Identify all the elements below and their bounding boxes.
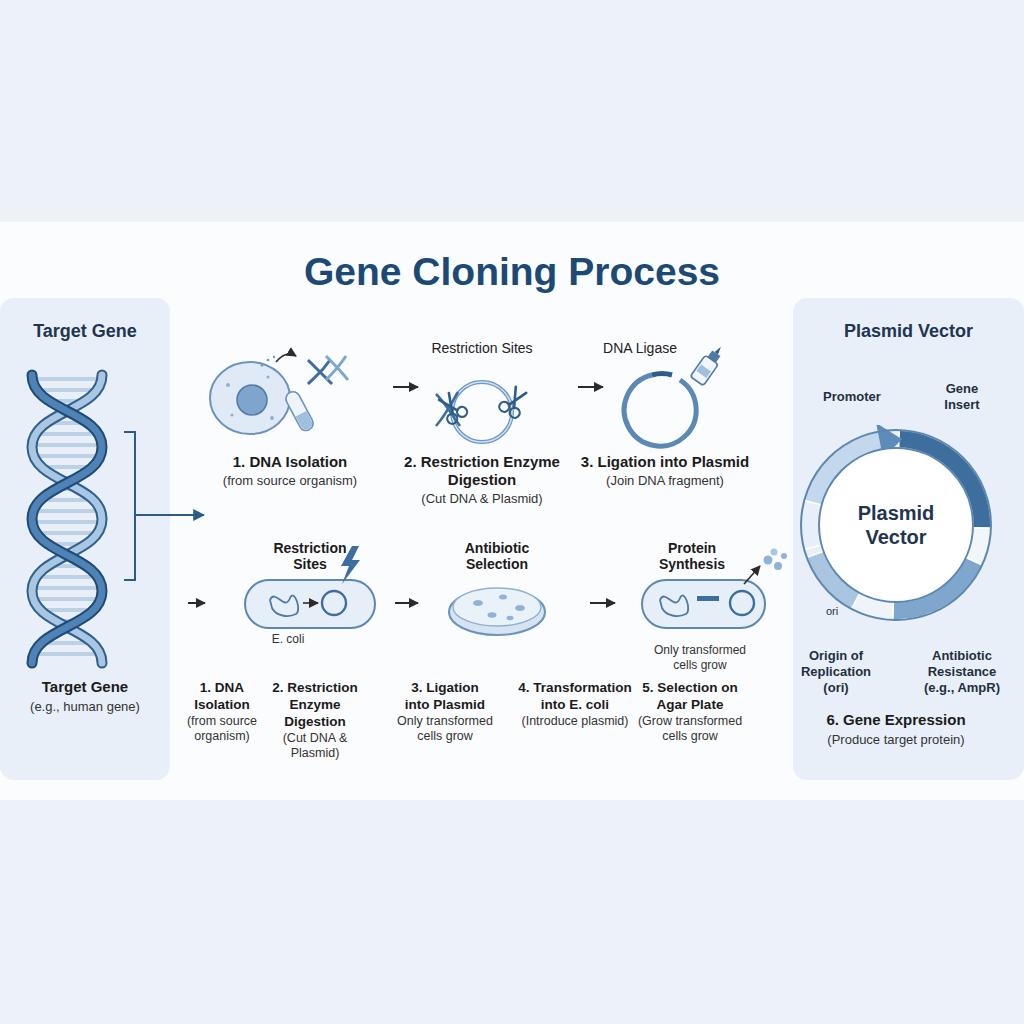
flow-arrow — [395, 602, 418, 604]
background-band — [0, 800, 1024, 1024]
plasmid-ring: Plasmid Vector — [796, 425, 996, 625]
step-heading: Restriction Sites — [265, 540, 355, 572]
flow-arrow — [578, 386, 603, 388]
part-label: Restriction Sites — [412, 340, 552, 357]
node-text: 6. Gene Expression — [811, 711, 981, 729]
part-label: Origin of Replication (ori) — [790, 648, 882, 696]
side-panel: Plasmid Vector 6. Gene Expression (Produce… — [793, 298, 1024, 780]
step-title: 1. DNA Isolation — [185, 679, 260, 713]
step-title: 3. Ligation into Plasmid — [399, 679, 491, 713]
step-heading: Antibiotic Selection — [452, 540, 542, 572]
node-text: (Produce target protein) — [826, 731, 966, 748]
petri-dish — [449, 588, 545, 635]
node-heading: Plasmid Vector — [793, 320, 1024, 342]
step-title: 4. Transformation into E. coli — [508, 679, 642, 713]
cell-illustration — [210, 354, 348, 434]
node-text: (e.g., human gene) — [0, 698, 170, 715]
ligation-illustration — [624, 342, 727, 446]
step-note: Only transformed cells grow — [390, 714, 500, 744]
part-label: ori — [817, 605, 847, 618]
digestion-illustration — [435, 382, 531, 442]
step-note: (Cut DNA & Plasmid) — [273, 731, 357, 761]
step-note: (Cut DNA & Plasmid) — [395, 490, 570, 507]
step-note: (Join DNA fragment) — [565, 472, 765, 489]
step-title: 2. Restriction Enzyme Digestion — [263, 679, 367, 730]
step-note: Only transformed cells grow — [645, 643, 755, 673]
step-note: (Grow transformed cells grow — [628, 714, 752, 744]
step-note: (from source organism) — [178, 714, 266, 744]
side-panel: Target GeneTarget Gene(e.g., human gene) — [0, 298, 170, 780]
flow-arrow — [393, 386, 418, 388]
node-text: Target Gene — [0, 678, 170, 696]
flow-arrow — [590, 602, 615, 604]
node-heading: Target Gene — [0, 320, 170, 342]
part-label: Promoter — [807, 389, 897, 405]
plasmid-outline — [796, 425, 996, 625]
part-label: Antibiotic Resistance (e.g., AmpR) — [912, 648, 1012, 696]
step-title: 2. Restriction Enzyme Digestion — [395, 453, 570, 489]
step-title: 3. Ligation into Plasmid — [565, 453, 765, 471]
part-label: E. coli — [258, 632, 318, 647]
flow-arrow — [188, 602, 205, 604]
step-title: 1. DNA Isolation — [190, 453, 390, 471]
diagram-title: Gene Cloning Process — [0, 250, 1024, 294]
step-note: (from source organism) — [190, 472, 390, 489]
part-label: DNA Ligase — [580, 340, 700, 357]
step-note: (Introduce plasmid) — [508, 714, 642, 729]
node-heading: Plasmid Vector — [836, 501, 956, 549]
step-heading: Protein Synthesis — [647, 540, 737, 572]
background-band — [0, 0, 1024, 222]
step-title: 5. Selection on Agar Plate — [633, 679, 747, 713]
part-label: Gene Insert — [932, 381, 992, 413]
